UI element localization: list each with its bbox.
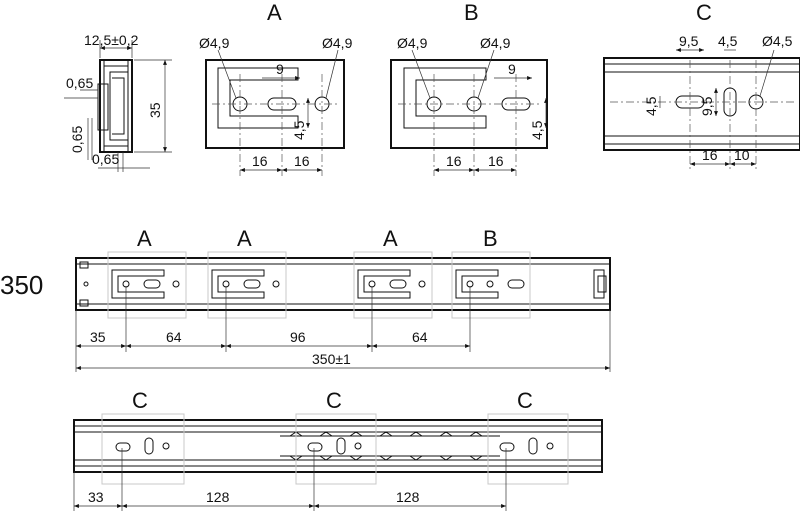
- detail-c-label: C: [696, 0, 712, 25]
- rail-top-dim-2: 64: [166, 329, 182, 345]
- rail-bottom-marker-2: C: [326, 388, 342, 413]
- detail-c-bottom-left-dim: 16: [702, 147, 718, 163]
- detail-a-left-dim: 16: [252, 153, 268, 169]
- profile-bottom-gap-dim: 0,65: [92, 151, 119, 167]
- rail-top: 350 A A A B: [0, 226, 611, 372]
- rail-bottom-dim-1: 33: [88, 489, 104, 505]
- detail-b: B Ø4,9 Ø4,9 9 4,5 16 16: [390, 0, 548, 176]
- rail-top-marker-1: A: [137, 226, 152, 251]
- detail-a-hole-left: Ø4,9: [199, 35, 230, 51]
- detail-a-right-dim: 16: [294, 153, 310, 169]
- detail-b-offset-dim: 4,5: [529, 120, 545, 140]
- detail-c-side-left-dim: 4,5: [643, 96, 659, 116]
- profile-left-gap-dim: 0,65: [69, 126, 85, 153]
- detail-c-bottom-right-dim: 10: [734, 147, 750, 163]
- rail-bottom: C C C 33 128 128: [73, 388, 603, 511]
- rail-bottom-marker-3: C: [517, 388, 533, 413]
- profile-view: 12,5±0,2 35 0,65 0,65 0,65: [64, 32, 172, 172]
- rail-top-marker-2: A: [237, 226, 252, 251]
- detail-a-hole-right: Ø4,9: [322, 35, 353, 51]
- detail-b-right-dim: 16: [488, 153, 504, 169]
- profile-width-dim: 12,5±0,2: [84, 32, 139, 48]
- detail-b-left-dim: 16: [446, 153, 462, 169]
- detail-c-top-left-dim: 9,5: [679, 33, 699, 49]
- detail-b-slot-dim: 9: [508, 61, 516, 77]
- detail-a-slot-dim: 9: [276, 61, 284, 77]
- detail-c-side-mid-dim: 9,5: [699, 96, 715, 116]
- detail-c: C 9,5 4,5 Ø4,5 4,5 9,5 16 10: [603, 0, 800, 170]
- detail-b-hole-left: Ø4,9: [397, 35, 428, 51]
- detail-a-offset-dim: 4,5: [291, 120, 307, 140]
- rail-bottom-marker-1: C: [132, 388, 148, 413]
- rail-length-label: 350: [0, 270, 43, 300]
- rail-bottom-dim-3: 128: [396, 489, 420, 505]
- rail-top-dim-4: 64: [412, 329, 428, 345]
- detail-b-label: B: [464, 0, 479, 25]
- rail-bottom-dim-2: 128: [206, 489, 230, 505]
- rail-top-total: 350±1: [312, 351, 351, 367]
- rail-top-marker-4: B: [483, 226, 498, 251]
- profile-height-dim: 35: [147, 102, 163, 118]
- detail-c-hole: Ø4,5: [762, 33, 793, 49]
- detail-a: A Ø4,9 Ø4,9 9 4,5 16 16: [199, 0, 353, 176]
- detail-a-label: A: [267, 0, 282, 25]
- detail-b-hole-right: Ø4,9: [480, 35, 511, 51]
- rail-top-marker-3: A: [383, 226, 398, 251]
- detail-c-top-mid-dim: 4,5: [718, 33, 738, 49]
- rail-top-dim-1: 35: [90, 329, 106, 345]
- profile-top-gap-dim: 0,65: [66, 75, 93, 91]
- rail-top-dim-3: 96: [290, 329, 306, 345]
